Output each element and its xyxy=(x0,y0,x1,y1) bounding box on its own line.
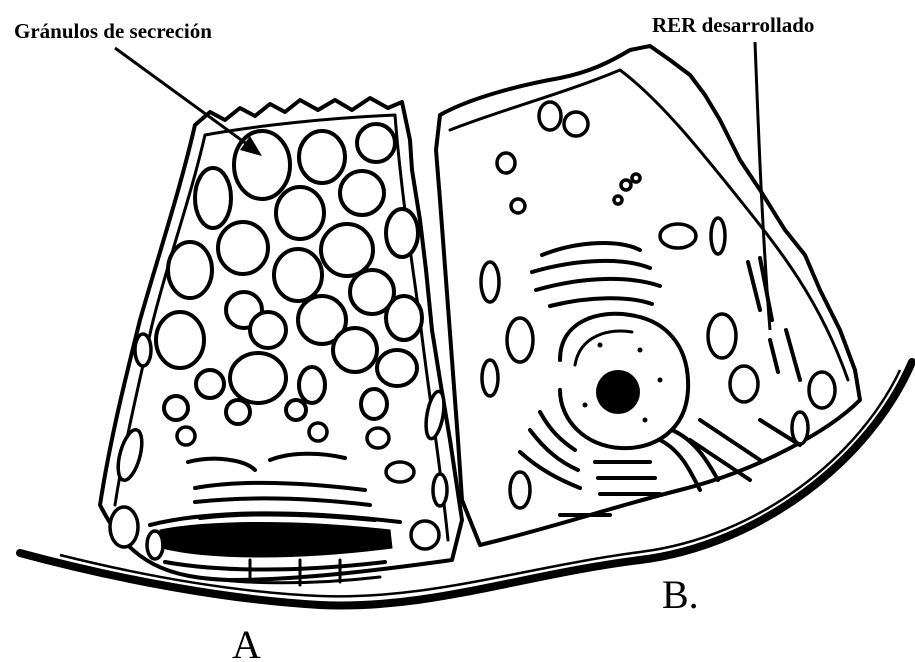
mitochondrion xyxy=(433,474,447,506)
vesicle xyxy=(614,196,622,204)
basement-membrane xyxy=(20,362,912,605)
granule xyxy=(386,296,422,340)
mitochondrion xyxy=(481,262,499,302)
mitochondrion xyxy=(482,360,498,396)
golgi-a xyxy=(188,454,375,520)
granule xyxy=(168,242,212,298)
granule xyxy=(250,312,286,348)
mitochondrion xyxy=(423,390,447,440)
granule xyxy=(377,350,417,386)
pointer-arrow-granules xyxy=(115,48,255,150)
basal-rer-a xyxy=(150,513,400,585)
nucleolus xyxy=(596,370,640,414)
label-cell-a: A xyxy=(232,622,261,662)
granule xyxy=(274,249,322,301)
granule xyxy=(164,396,188,420)
vesicle xyxy=(511,199,525,213)
granule xyxy=(286,400,306,420)
granule xyxy=(276,187,324,239)
nucleus-b xyxy=(560,314,688,448)
mitochondrion xyxy=(660,224,696,248)
vesicle xyxy=(632,174,640,182)
granule xyxy=(386,209,418,257)
granule xyxy=(357,124,395,162)
mitochondrion xyxy=(411,521,439,549)
granule xyxy=(218,222,268,274)
mitochondrion xyxy=(386,462,414,482)
granule xyxy=(321,224,373,276)
cell-b xyxy=(436,46,860,545)
mitochondrion xyxy=(135,334,151,366)
mitochondrion xyxy=(110,507,138,547)
cell-a xyxy=(100,98,462,585)
vesicle xyxy=(539,102,561,130)
granule xyxy=(309,423,327,441)
granule xyxy=(367,428,389,448)
label-secretory-granules: Gránulos de secreción xyxy=(14,19,212,43)
vesicle xyxy=(564,112,588,136)
granule xyxy=(340,171,384,215)
granule xyxy=(156,312,204,368)
granule xyxy=(196,370,224,398)
granule xyxy=(177,427,195,445)
granule xyxy=(195,168,231,228)
granule xyxy=(299,367,325,403)
granule xyxy=(299,131,345,183)
label-rer-developed: RER desarrollado xyxy=(652,13,814,37)
granule xyxy=(226,400,250,424)
label-cell-b: B. xyxy=(662,572,699,617)
mitochondrion xyxy=(730,366,758,402)
mitochondrion xyxy=(711,218,725,254)
golgi-b xyxy=(520,412,718,515)
cell-b-membrane xyxy=(436,46,860,545)
granule xyxy=(361,389,387,419)
granule xyxy=(230,353,286,403)
mitochondrion xyxy=(507,318,533,362)
granule xyxy=(333,328,377,372)
mitochondrion xyxy=(114,427,147,482)
mitochondrion xyxy=(510,472,530,508)
vesicle xyxy=(621,180,631,190)
mitochondrion xyxy=(809,372,835,408)
mitochondrion xyxy=(708,314,736,358)
vesicle xyxy=(497,153,515,173)
